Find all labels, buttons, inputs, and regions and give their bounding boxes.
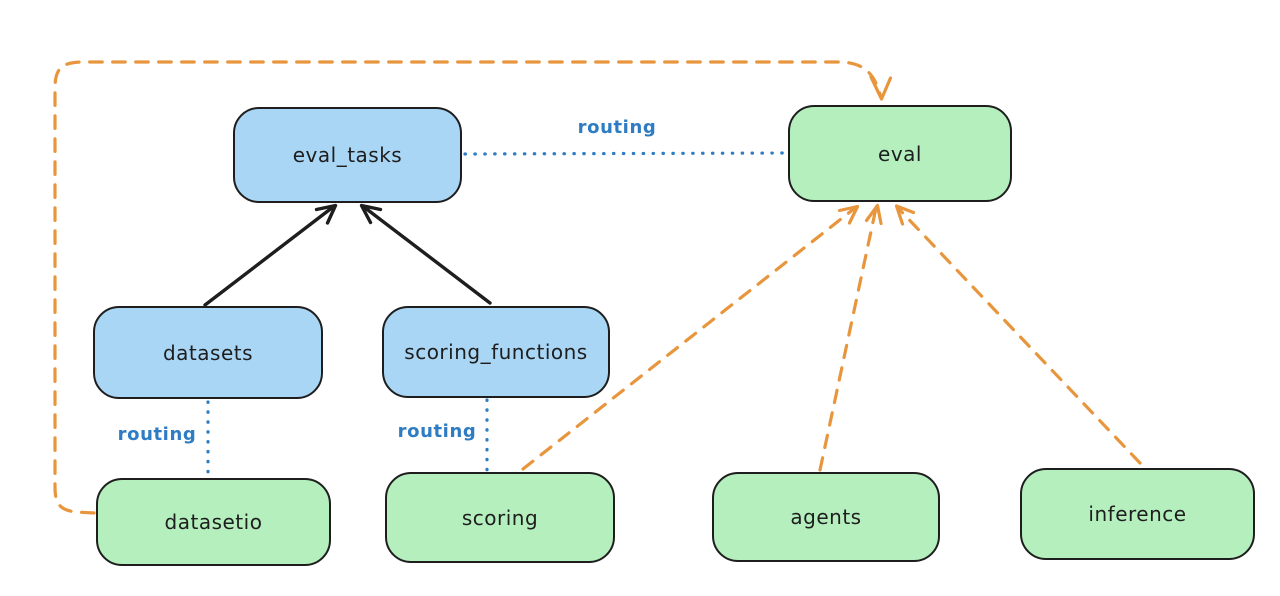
- edge-datasetio-to-eval: [53, 60, 893, 515]
- edge-label-routing-datasets-datasetio: routing: [117, 424, 197, 445]
- node-eval: eval: [788, 105, 1012, 202]
- node-datasetio-label: datasetio: [164, 510, 263, 534]
- node-scoring-label: scoring: [461, 505, 539, 530]
- edge-datasets-to-eval_tasks: [203, 203, 338, 307]
- node-scoring-functions-label: scoring_functions: [404, 340, 588, 364]
- edge-label-routing-eval-tasks-eval: routing: [577, 117, 657, 138]
- node-eval-tasks-label: eval_tasks: [292, 143, 403, 167]
- node-datasets: datasets: [93, 306, 323, 399]
- node-datasetio: datasetio: [96, 478, 331, 566]
- edge-eval_tasks-to-eval: [463, 151, 788, 156]
- edge-inference-to-eval: [894, 204, 1142, 465]
- node-eval-tasks: eval_tasks: [233, 107, 462, 203]
- node-scoring: scoring: [385, 472, 615, 563]
- node-agents-label: agents: [790, 505, 862, 529]
- node-inference: inference: [1020, 468, 1255, 560]
- node-scoring-functions: scoring_functions: [382, 306, 610, 398]
- edge-scoring-to-eval: [521, 204, 860, 471]
- edge-agents-to-eval: [818, 203, 883, 472]
- edge-label-routing-scoring-functions-scoring: routing: [397, 421, 477, 442]
- node-inference-label: inference: [1088, 502, 1187, 526]
- edge-scoring_functions-to-eval_tasks: [359, 203, 492, 305]
- node-datasets-label: datasets: [162, 340, 254, 365]
- node-agents: agents: [712, 472, 940, 562]
- node-eval-label: eval: [878, 141, 922, 166]
